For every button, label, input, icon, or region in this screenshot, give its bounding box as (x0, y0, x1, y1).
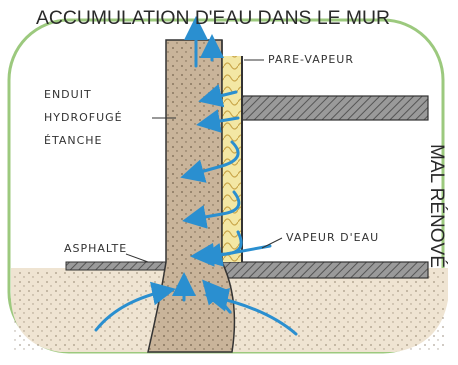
label-pare-vapeur: PARE-VAPEUR (268, 53, 354, 66)
title-top: ACCUMULATION D'EAU DANS LE MUR (36, 8, 390, 29)
title-right: MAL RÉNOVÉ (426, 144, 447, 268)
label-enduit-3: ÉTANCHE (44, 134, 102, 147)
floor-slab-upper (222, 96, 428, 120)
label-asphalte: ASPHALTE (64, 242, 127, 255)
label-enduit-1: ENDUIT (44, 88, 92, 101)
label-enduit-2: HYDROFUGÉ (44, 111, 123, 124)
label-vapeur: VAPEUR D'EAU (286, 231, 379, 244)
floor-slab-lower (222, 262, 428, 278)
